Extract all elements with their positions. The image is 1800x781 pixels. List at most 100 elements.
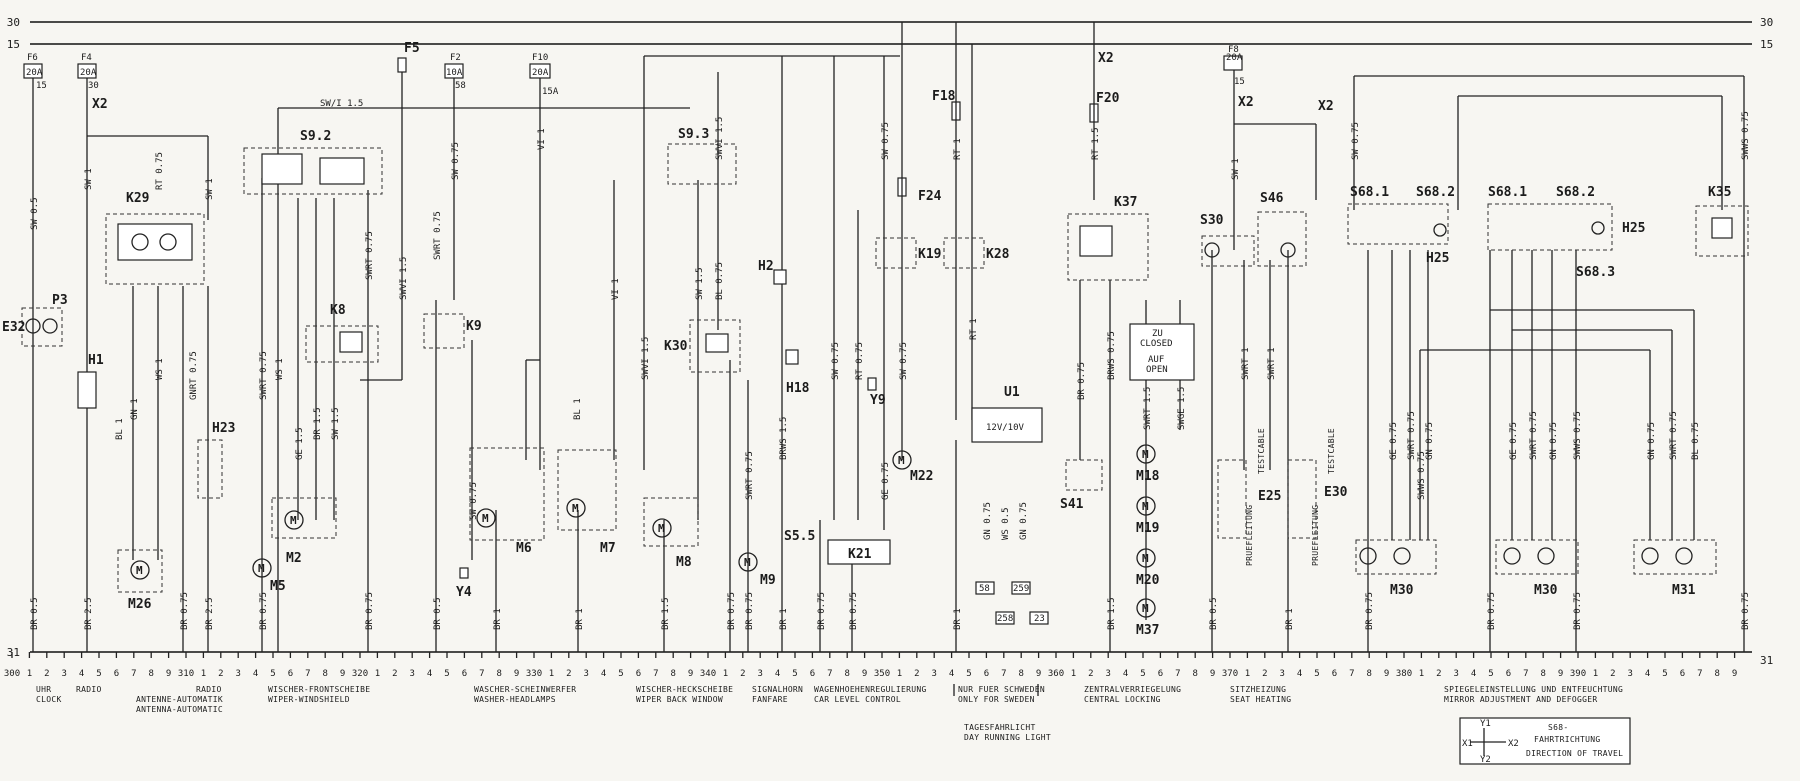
wire-label: SWRT 0.75 [259,351,269,400]
label-m26: M26 [128,597,152,612]
valve-y9: Y9 [867,377,886,408]
marker-x2-seat2: X2 [1318,99,1334,114]
label-m2: M2 [286,551,302,566]
relay-k9: K9 [423,313,482,349]
legend-x1: X1 [1462,739,1473,749]
motor-m6: M M6 [469,447,545,556]
fuse-f18-id: F18 [932,89,956,104]
note-auf: AUF [1148,355,1164,365]
wire-label: BR 0.5 [1209,597,1219,630]
ruler-label: 8 [1714,669,1719,679]
ruler-label: 1 [1419,669,1424,679]
wire-label: SW 0.75 [831,342,841,380]
wire-label: BR 0.5 [30,597,40,630]
label-y9: Y9 [870,393,886,408]
note-test-1: TESTCABLE [1257,428,1266,474]
ruler-label: 7 [1175,669,1180,679]
ruler-label: 3 [235,669,240,679]
ruler-label: 9 [1210,669,1215,679]
ruler-label: 9 [1558,669,1563,679]
section-en: DAY RUNNING LIGHT [964,733,1051,742]
wire-label: VI 1 [537,128,547,150]
ruler-label: 7 [1697,669,1702,679]
wire-label: SWVI 1.5 [715,117,725,160]
legend-y2: Y2 [1480,755,1491,765]
ruler-label: 9 [862,669,867,679]
ruler-label: 2 [1610,669,1615,679]
module-u1: 12V/10V U1 [971,385,1043,443]
motor-m7: M M7 [557,449,617,556]
label-m20: M20 [1136,573,1160,588]
wire-label: BR 1 [575,608,585,630]
label-p3: P3 [52,293,68,308]
ruler-label: 4 [1297,669,1302,679]
ruler-label: 2 [566,669,571,679]
wire-label: SW 1 [84,168,94,190]
wire-label: BR 0.75 [1487,592,1497,630]
bus-30-label-right: 30 [1760,16,1773,29]
lock-motors: M M18 M M19 M M20 M M37 [1136,444,1160,638]
ruler-label: 6 [984,669,989,679]
ruler-label: 8 [1366,669,1371,679]
ruler-label: 7 [131,669,136,679]
bus-31-label-right: 31 [1760,654,1773,667]
ruler-label: 310 [178,669,194,679]
wire-label: BL 1 [115,418,125,440]
section-de: RADIO [76,685,102,694]
marker-x2-lock: X2 [1098,51,1114,66]
wire-label: SWRT 0.75 [433,211,443,260]
ruler-label: 2 [1262,669,1267,679]
fuse-f8: F8 20A 15 [1223,45,1245,87]
m9-m-glyph: M [744,556,751,569]
ruler-label: 4 [1123,669,1128,679]
fuse-f5: F5 [397,41,420,73]
wire-label: SW 0.75 [451,142,461,180]
section-captions: UHR CLOCK RADIO ANTENNE-AUTOMATIK ANTENN… [36,684,1623,742]
ruler-label: 2 [1436,669,1441,679]
label-s68-3: S68.3 [1576,265,1615,280]
section-de: ZENTRALVERRIEGELUNG [1084,685,1181,694]
u1-voltage: 12V/10V [986,423,1025,433]
label-s68-1a: S68.1 [1350,185,1389,200]
label-h25b: H25 [1622,221,1645,236]
fuse-f6-rating: 20A [26,68,43,78]
fuse-f2-sub: 58 [455,81,466,91]
wire-label: RT 1.5 [1091,127,1101,160]
ruler-label: 6 [1506,669,1511,679]
section-en: MIRROR ADJUSTMENT AND DEFOGGER [1444,695,1598,704]
wire-label: BR 2.5 [84,597,94,630]
wire-label: BRWS 0.75 [1107,331,1117,380]
ruler-label: 5 [270,669,275,679]
ruler-label: 3 [1627,669,1632,679]
ruler-label: 7 [1523,669,1528,679]
ruler-label: 6 [1332,669,1337,679]
section-en: WIPER-WINDSHIELD [268,695,350,704]
ruler-label: 350 [874,669,890,679]
relay-k29: K29 [105,191,205,285]
wire-label: BR 0.75 [727,592,737,630]
radio-h1: H1 [77,353,104,409]
bus-30-label-left: 30 [7,16,20,29]
ruler-label: 4 [775,669,780,679]
label-m19: M19 [1136,521,1159,536]
wire-label: BR 1.5 [1107,597,1117,630]
fuse-f2-id: F2 [450,53,461,63]
ruler-label: 7 [653,669,658,679]
fuse-f10: F10 20A 15A [529,53,559,97]
ruler-label: 9 [1732,669,1737,679]
ruler-label: 8 [496,669,501,679]
wire-label: SWWS 0.75 [1741,111,1751,160]
ruler-label: 2 [740,669,745,679]
ruler-label: 3 [409,669,414,679]
label-k9: K9 [466,319,482,334]
section-de: WISCHER-FRONTSCHEIBE [268,685,370,694]
wire-label: GN 0.75 [1425,422,1435,460]
ruler-label: 3 [757,669,762,679]
ruler-label: 9 [1384,669,1389,679]
marker-x2-seat1: X2 [1238,95,1254,110]
connector-258: 258 [997,614,1013,624]
section-de: WAGENHOEHENREGULIERUNG [814,685,927,694]
motor-m8: M M8 [643,497,699,570]
